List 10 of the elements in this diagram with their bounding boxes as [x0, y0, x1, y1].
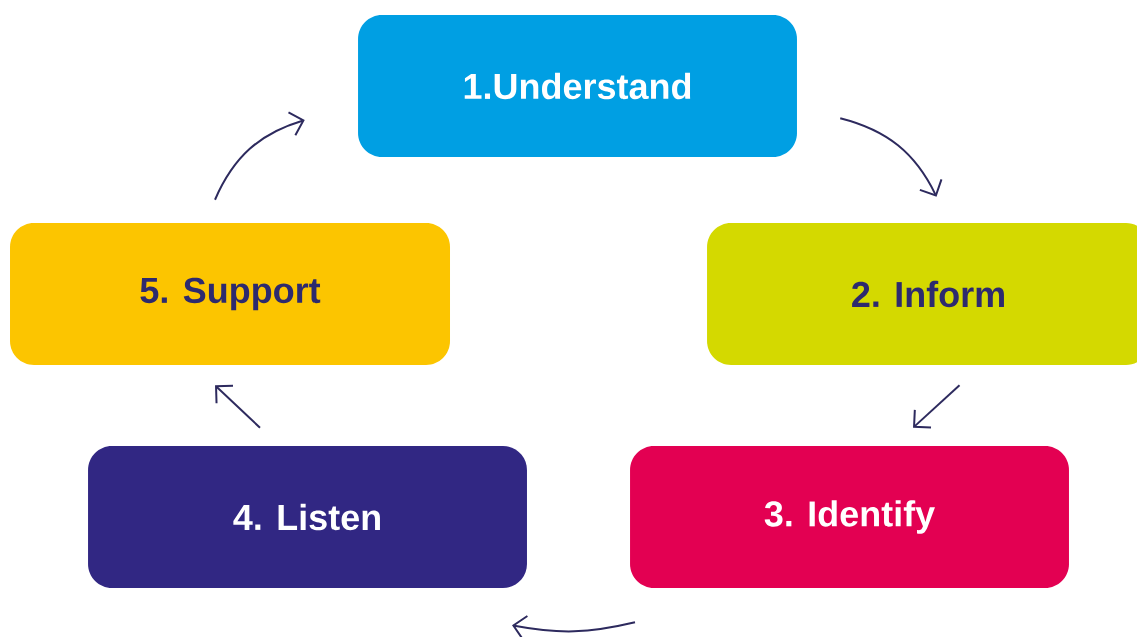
process-box: 4. Listen	[88, 446, 527, 588]
process-box: 1.Understand	[358, 15, 797, 157]
process-box: 2. Inform	[707, 223, 1137, 365]
process-box: 5. Support	[10, 223, 450, 365]
arrow	[512, 614, 636, 637]
process-box: 3. Identify	[630, 446, 1069, 588]
arrow	[215, 384, 261, 429]
arrow	[839, 117, 943, 197]
arrow	[214, 111, 305, 201]
arrow	[913, 384, 961, 429]
